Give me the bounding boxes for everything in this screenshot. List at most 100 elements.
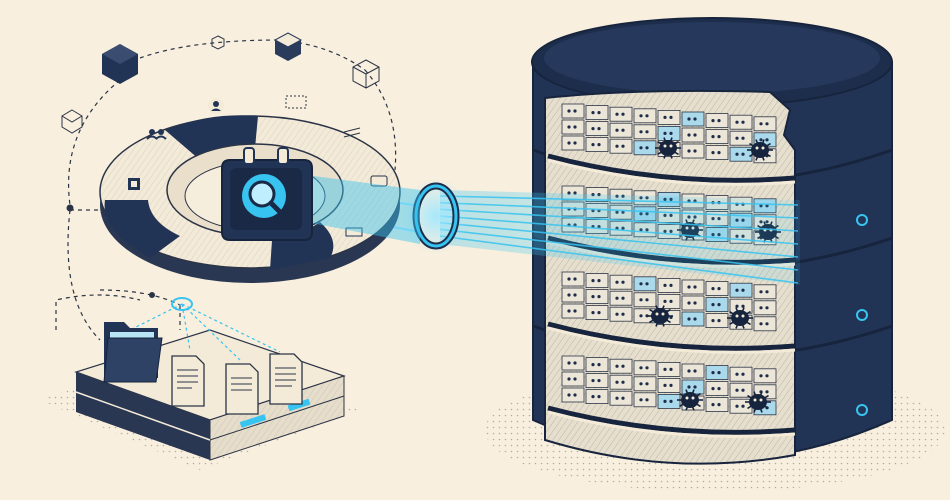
- server-module: [705, 129, 729, 145]
- server-module: [585, 357, 609, 373]
- status-light-3: [856, 404, 868, 416]
- server-module: [657, 110, 681, 125]
- server-module: [633, 124, 657, 140]
- folder-icon-small: [128, 178, 140, 190]
- server-module: [609, 106, 633, 122]
- dotted-box-icon: [285, 95, 307, 109]
- server-module: [705, 145, 729, 161]
- server-module: [609, 122, 633, 138]
- server-module: [561, 119, 585, 135]
- server-module: [753, 300, 777, 316]
- server-module: [729, 114, 753, 130]
- server-module: [633, 108, 657, 124]
- server-module: [705, 397, 729, 413]
- server-module: [705, 281, 729, 297]
- server-module: [681, 311, 705, 327]
- server-module: [681, 295, 705, 311]
- device-beam: [306, 175, 420, 244]
- server-module: [561, 271, 585, 287]
- cube-outline-icon-2: [61, 109, 83, 134]
- server-module: [681, 279, 705, 295]
- server-module: [633, 392, 657, 408]
- chip-icon-right: [370, 175, 388, 187]
- bug-icon: [747, 139, 773, 161]
- server-module: [609, 290, 633, 306]
- server-module: [561, 355, 585, 371]
- server-module: [561, 287, 585, 303]
- users-icon-left: [146, 129, 167, 140]
- server-module: [609, 358, 633, 374]
- cube-icon: [102, 44, 138, 84]
- users-icon: [208, 98, 224, 114]
- server-module: [681, 363, 705, 379]
- server-module: [753, 116, 777, 132]
- server-module: [585, 389, 609, 405]
- server-module: [705, 365, 729, 381]
- status-light-2: [856, 309, 868, 321]
- server-module: [681, 143, 705, 159]
- cube-icon-2: [273, 32, 303, 61]
- beam-ray: [439, 201, 799, 219]
- chip-icon: [345, 227, 363, 237]
- lines-icon: [343, 127, 361, 138]
- connector-node: [66, 204, 74, 212]
- cube-outline-icon: [352, 59, 380, 89]
- server-module: [657, 393, 681, 409]
- beam-ray: [439, 221, 799, 258]
- server-module: [561, 103, 585, 119]
- server-module: [585, 373, 609, 389]
- file-platform: [40, 297, 360, 470]
- bug-icon: [655, 137, 681, 159]
- server-module: [705, 381, 729, 397]
- server-module: [561, 135, 585, 151]
- server-module: [609, 374, 633, 390]
- connector-network: [55, 39, 397, 341]
- server-module: [561, 303, 585, 319]
- database-shelf-3: [547, 271, 796, 354]
- server-module: [609, 138, 633, 154]
- beam-ray: [439, 228, 799, 271]
- magnifier-scanner-icon: [221, 147, 420, 244]
- server-module: [657, 277, 681, 293]
- server-module: [633, 140, 657, 156]
- server-module: [753, 368, 777, 384]
- server-module: [705, 313, 729, 329]
- beam-ray: [439, 235, 799, 284]
- server-module: [729, 366, 753, 382]
- server-module: [561, 387, 585, 403]
- beam-ray: [439, 215, 799, 245]
- server-module: [585, 105, 609, 120]
- folder-icon: [103, 322, 163, 383]
- status-light-1: [856, 214, 868, 226]
- server-module: [633, 376, 657, 392]
- server-module: [657, 293, 681, 309]
- server-module: [657, 126, 681, 141]
- server-module: [585, 121, 609, 136]
- bug-icon: [647, 305, 673, 327]
- bug-icon: [745, 391, 771, 413]
- server-module: [657, 361, 681, 377]
- database-shelf-1: [547, 103, 796, 186]
- ring-segment-dark-right: [270, 222, 334, 270]
- document-icon-2: [225, 363, 259, 415]
- document-icon-3: [269, 353, 303, 405]
- server-module: [705, 113, 729, 128]
- database-shelf-4: [547, 355, 796, 438]
- server-module: [729, 130, 753, 146]
- server-module: [585, 137, 609, 153]
- server-module: [633, 292, 657, 308]
- server-module: [729, 282, 753, 298]
- server-module: [753, 284, 777, 300]
- server-module: [705, 297, 729, 313]
- server-module: [561, 371, 585, 387]
- data-beam: [299, 187, 800, 285]
- ring-segment-dark-left: [104, 200, 180, 258]
- beam-ray: [439, 195, 799, 206]
- connector-node-2: [149, 292, 155, 298]
- bug-icon: [677, 389, 703, 411]
- server-module: [585, 289, 609, 305]
- server-module: [681, 111, 705, 127]
- server-module: [753, 316, 777, 332]
- server-module: [633, 360, 657, 376]
